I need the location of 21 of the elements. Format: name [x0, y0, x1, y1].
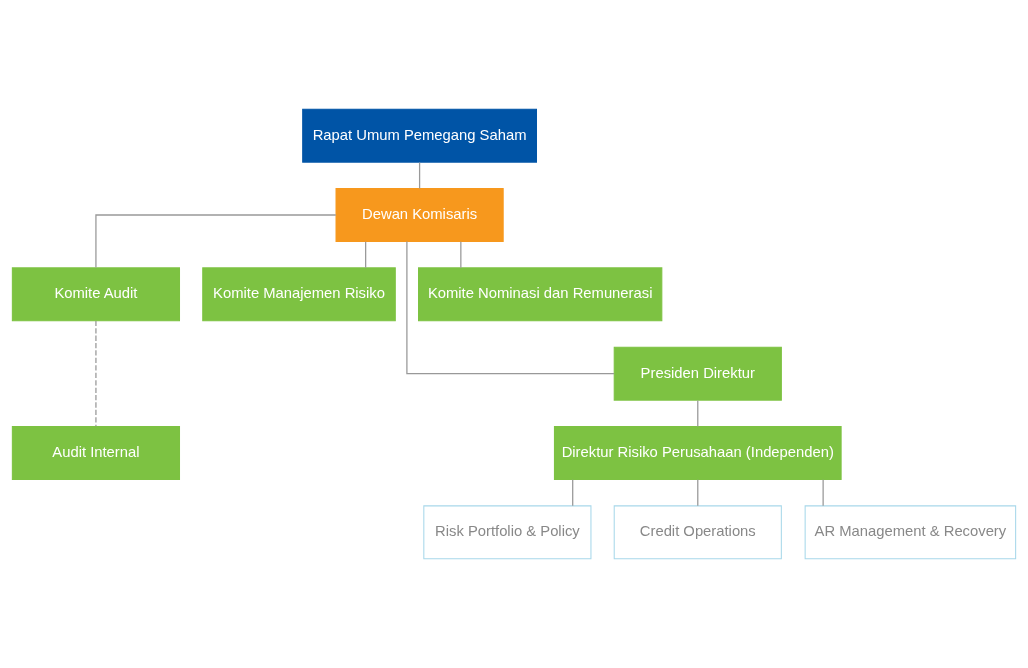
- node-box: Dewan Komisaris: [335, 188, 504, 242]
- node-box: Komite Nominasi dan Remunerasi: [418, 267, 663, 322]
- connector: [697, 479, 699, 507]
- connector: [406, 240, 615, 375]
- connector: [95, 320, 97, 427]
- node-box: AR Management & Recovery: [804, 505, 1017, 560]
- node-box: Presiden Direktur: [613, 346, 782, 401]
- connector: [460, 241, 462, 269]
- node-box: Komite Audit: [11, 267, 180, 322]
- node-box: Komite Manajemen Risiko: [202, 267, 396, 322]
- connector: [95, 214, 337, 269]
- node-box: Credit Operations: [613, 505, 782, 560]
- connector: [572, 479, 574, 507]
- node-box: Direktur Risiko Perusahaan (Independen): [553, 426, 842, 480]
- connector: [418, 161, 421, 190]
- node-box: Risk Portfolio & Policy: [423, 505, 592, 560]
- connector: [697, 399, 699, 428]
- node-box: Audit Internal: [11, 426, 180, 480]
- connector: [365, 241, 367, 269]
- connector: [822, 479, 824, 507]
- node-box: Rapat Umum Pemegang Saham: [302, 108, 537, 163]
